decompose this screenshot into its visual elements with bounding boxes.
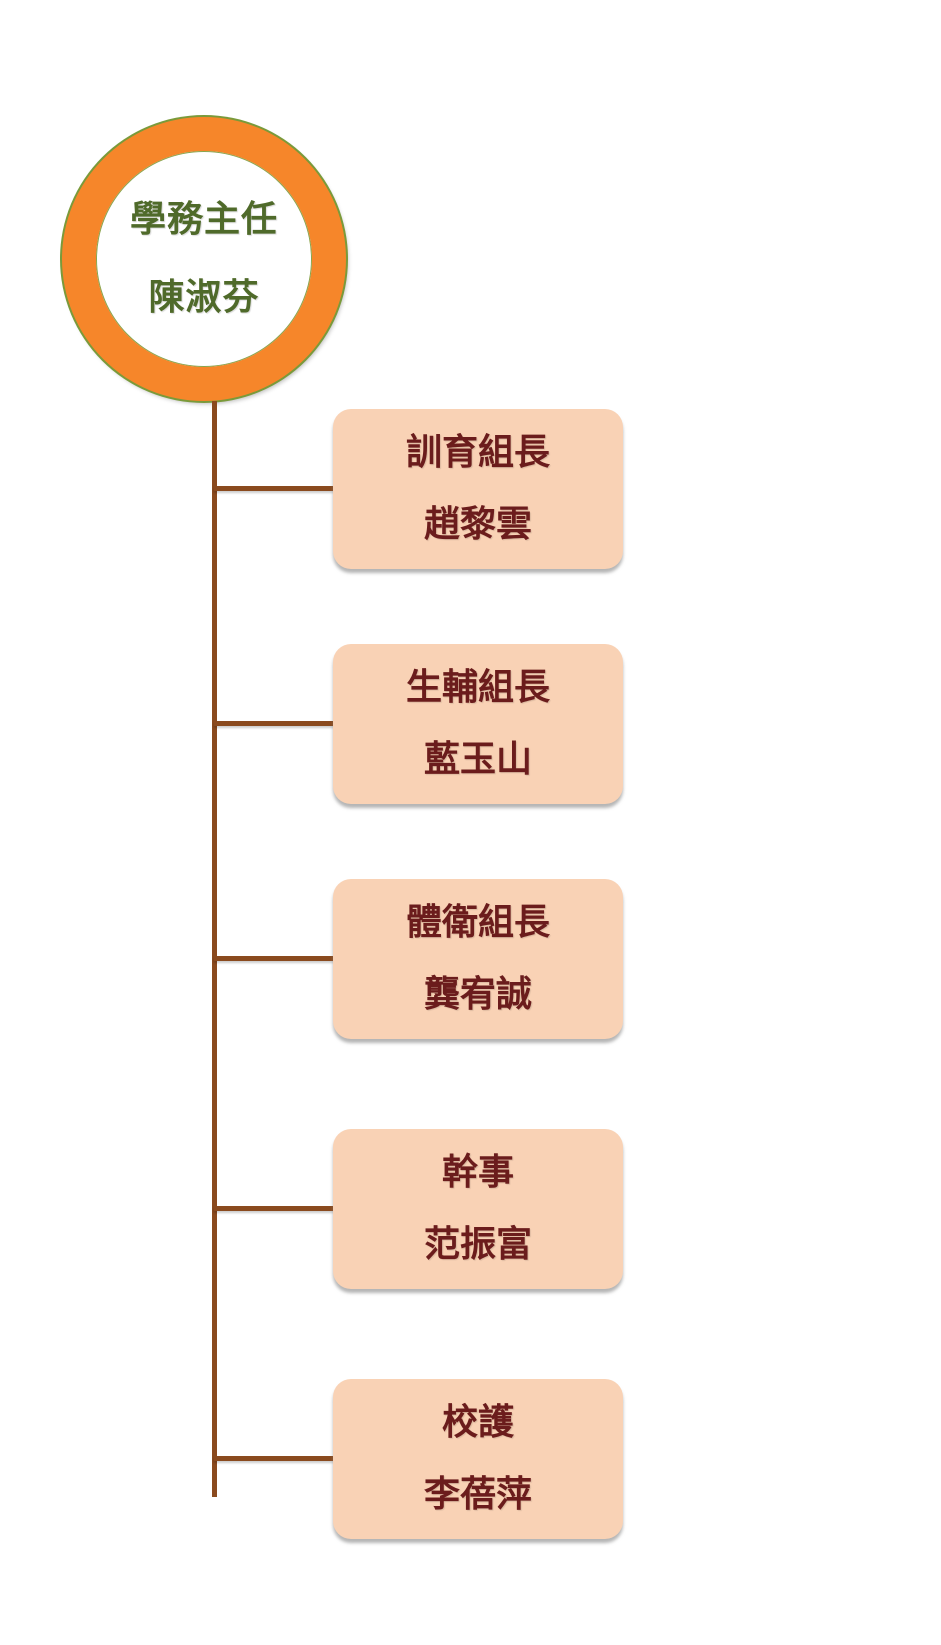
branch-connector [214,956,334,961]
unit-node-name: 龔宥誠 [423,974,532,1015]
unit-node-title: 體衛組長 [405,902,550,943]
unit-node-name: 李蓓萍 [423,1474,532,1515]
unit-node: 生輔組長 藍玉山 [333,644,623,804]
root-node: 學務主任 陳淑芬 [96,151,312,367]
unit-node-name: 藍玉山 [423,739,532,780]
unit-node-name: 范振富 [423,1224,532,1265]
trunk-connector [212,401,217,1497]
root-node-title: 學務主任 [129,199,278,240]
unit-node-title: 校護 [441,1402,514,1443]
branch-connector [214,721,334,726]
root-node-name: 陳淑芬 [148,277,260,318]
unit-node-title: 生輔組長 [405,667,550,708]
unit-node: 校護 李蓓萍 [333,1379,623,1539]
unit-node: 體衛組長 龔宥誠 [333,879,623,1039]
branch-connector [214,1456,334,1461]
branch-connector [214,1206,334,1211]
branch-connector [214,486,334,491]
unit-node: 訓育組長 趙黎雲 [333,409,623,569]
unit-node-title: 訓育組長 [405,432,550,473]
root-node-ring: 學務主任 陳淑芬 [62,117,346,401]
unit-node-title: 幹事 [441,1152,514,1193]
unit-node-name: 趙黎雲 [423,504,532,545]
unit-node: 幹事 范振富 [333,1129,623,1289]
